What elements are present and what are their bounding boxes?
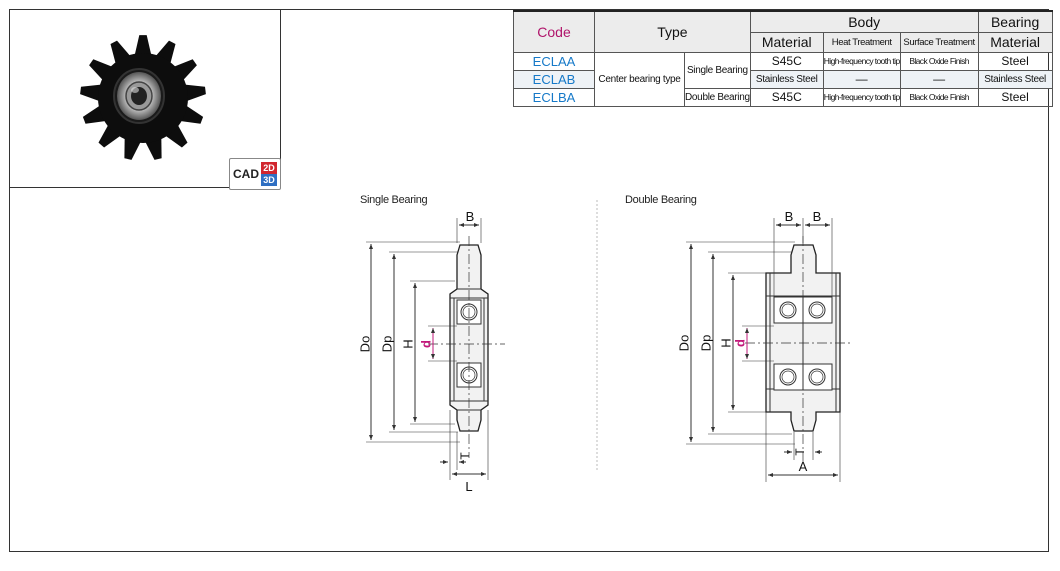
dim-l-label: L bbox=[465, 479, 472, 494]
dim-h-label: H bbox=[718, 338, 733, 347]
product-photo-panel: CAD 2D 3D bbox=[9, 9, 281, 190]
row-material: Stainless Steel bbox=[749, 69, 824, 89]
row-code[interactable]: ECLBA bbox=[513, 87, 595, 107]
header-bearing: Bearing bbox=[977, 10, 1053, 33]
sprocket-tooth bbox=[98, 123, 123, 148]
dim-do-label: Do bbox=[357, 336, 372, 353]
single-bearing-drawing bbox=[366, 218, 505, 480]
row-code[interactable]: ECLAB bbox=[513, 69, 595, 89]
table-row: ECLBA Double Bearing S45C High-frequency… bbox=[513, 87, 1053, 107]
dim-dp-label: Dp bbox=[379, 336, 394, 353]
sprocket-tooth bbox=[134, 35, 152, 57]
dim-do-label: Do bbox=[676, 335, 691, 352]
header-type: Type bbox=[594, 10, 751, 53]
cad-label: CAD bbox=[233, 167, 259, 181]
type-group: Center bearing type bbox=[594, 51, 685, 107]
spec-table: Code Type Body Bearing Material Heat Tre… bbox=[513, 10, 1053, 107]
header-body: Body bbox=[749, 10, 979, 33]
content-frame bbox=[9, 9, 1049, 552]
cad-badge[interactable]: CAD 2D 3D bbox=[229, 158, 281, 190]
sprocket-tooth bbox=[80, 84, 104, 102]
cad-2d-label: 2D bbox=[261, 162, 277, 174]
dim-d-label: d bbox=[732, 339, 747, 347]
dim-t-label: T bbox=[793, 448, 807, 456]
dim-dp-label: Dp bbox=[698, 335, 713, 352]
row-bearing-material: Steel bbox=[977, 87, 1053, 107]
single-bearing-title: Single Bearing bbox=[360, 194, 428, 206]
row-subtype: Single Bearing bbox=[684, 51, 751, 89]
table-row: ECLAA Center bearing type Single Bearing… bbox=[513, 51, 1053, 107]
dim-b1-label: B bbox=[785, 209, 794, 224]
dim-a-label: A bbox=[799, 459, 808, 474]
sprocket-tooth bbox=[182, 84, 206, 102]
dim-t-label: T bbox=[458, 452, 472, 460]
sprocket-tooth bbox=[163, 123, 188, 148]
double-bearing-title: Double Bearing bbox=[625, 194, 697, 206]
cad-3d-label: 3D bbox=[261, 174, 277, 186]
sprocket-photo bbox=[80, 35, 206, 160]
dim-d-label: d bbox=[418, 340, 433, 348]
double-bearing-drawing bbox=[686, 218, 852, 482]
dim-b2-label: B bbox=[813, 209, 822, 224]
row-heat-treatment: High-frequency tooth tip bbox=[822, 87, 901, 107]
header-surface-treatment: Surface Treatment bbox=[899, 31, 979, 53]
header-code: Code bbox=[513, 10, 595, 53]
table-row: ECLAB Stainless Steel — — Stainless Stee… bbox=[513, 69, 1053, 89]
dim-b-label: B bbox=[466, 209, 475, 224]
row-material: S45C bbox=[749, 87, 824, 107]
dim-h-label: H bbox=[400, 339, 415, 348]
